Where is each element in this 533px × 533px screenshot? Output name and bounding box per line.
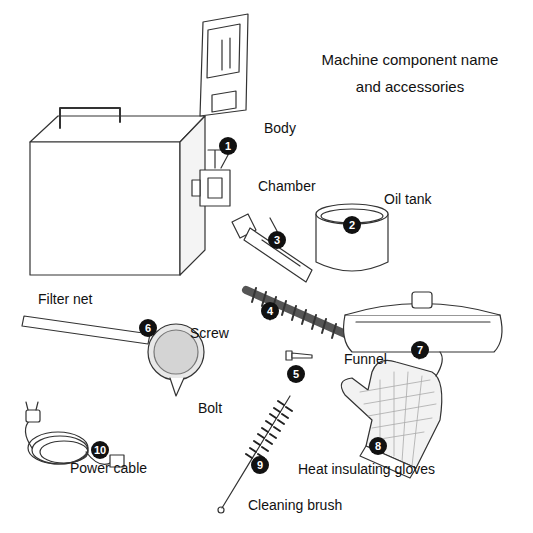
part-name: Filter net: [38, 291, 92, 307]
callout-number: 10: [91, 441, 109, 459]
screw-part: [252, 288, 336, 338]
machine-body: [200, 14, 248, 116]
power-cable-part: [32, 436, 88, 464]
power-cable-part: [26, 402, 38, 410]
machine-body: [208, 150, 222, 168]
gloves-part: [360, 372, 436, 466]
power-cable-part: [25, 420, 32, 448]
part-name: Power cable: [70, 460, 147, 476]
callout-text: 6: [145, 322, 151, 334]
part-name: Screw: [190, 325, 229, 341]
callout-text: 7: [417, 344, 423, 356]
machine-body: [200, 170, 230, 206]
oil-tank-part: [316, 204, 388, 271]
power-cable-part: [40, 441, 88, 463]
callout-number: 5: [287, 365, 305, 383]
callout-text: 8: [375, 440, 381, 452]
chamber-part: [232, 214, 312, 282]
bolt-part: [292, 353, 312, 358]
callout-text: 4: [267, 305, 273, 317]
machine-body: [207, 24, 240, 78]
part-name: Heat insulating gloves: [298, 461, 435, 477]
machine-body: [30, 116, 205, 142]
callout-number: 7: [411, 341, 429, 359]
cleaning-brush-part: [218, 507, 224, 513]
callout-text: 2: [349, 219, 355, 231]
power-cable-part: [28, 432, 88, 464]
callout-text: 5: [293, 368, 299, 380]
machine-body: [222, 38, 230, 70]
callout-text: 9: [257, 459, 263, 471]
part-name: Chamber: [258, 178, 316, 194]
callout-text: 1: [225, 140, 231, 152]
callout-number: 6: [139, 319, 157, 337]
screw-part: [246, 288, 350, 338]
leader-lines: [270, 218, 277, 231]
part-name: Funnel: [344, 351, 387, 367]
callout-number: 3: [268, 231, 286, 249]
gloves-part: [436, 352, 442, 376]
power-cable-part: [26, 410, 40, 422]
filter-net-part: [22, 316, 204, 396]
machine-body: [30, 142, 180, 275]
funnel-part: [356, 321, 490, 322]
callout-number: 4: [261, 302, 279, 320]
callout-number: 9: [251, 456, 269, 474]
gloves-part: [341, 352, 442, 478]
machine-body: [192, 180, 200, 196]
bolt-part: [286, 351, 292, 360]
oil-tank-part: [316, 214, 388, 271]
callout-number: 8: [369, 437, 387, 455]
power-cable-part: [25, 402, 124, 467]
part-name: Body: [264, 120, 296, 136]
callout-number: 1: [219, 137, 237, 155]
part-name: Bolt: [198, 400, 222, 416]
part-name: Oil tank: [384, 191, 431, 207]
filter-net-part: [22, 316, 150, 344]
machine-body: [60, 108, 120, 128]
callout-number: 2: [343, 216, 361, 234]
part-name: Cleaning brush: [248, 497, 342, 513]
machine-body: [208, 178, 222, 198]
filter-net-part: [170, 378, 184, 396]
diagram-title: Machine component name and accessories: [315, 46, 505, 100]
machine-body: [212, 91, 236, 112]
gloves-part: [341, 360, 442, 468]
funnel-part: [412, 292, 432, 308]
cleaning-brush-part: [218, 396, 292, 513]
chamber-part: [244, 228, 312, 282]
callout-text: 3: [274, 234, 280, 246]
cleaning-brush-part: [246, 401, 292, 464]
leader-lines: [221, 155, 228, 168]
bolt-part: [286, 351, 312, 360]
machine-body: [30, 14, 248, 275]
callout-text: 10: [94, 444, 106, 456]
